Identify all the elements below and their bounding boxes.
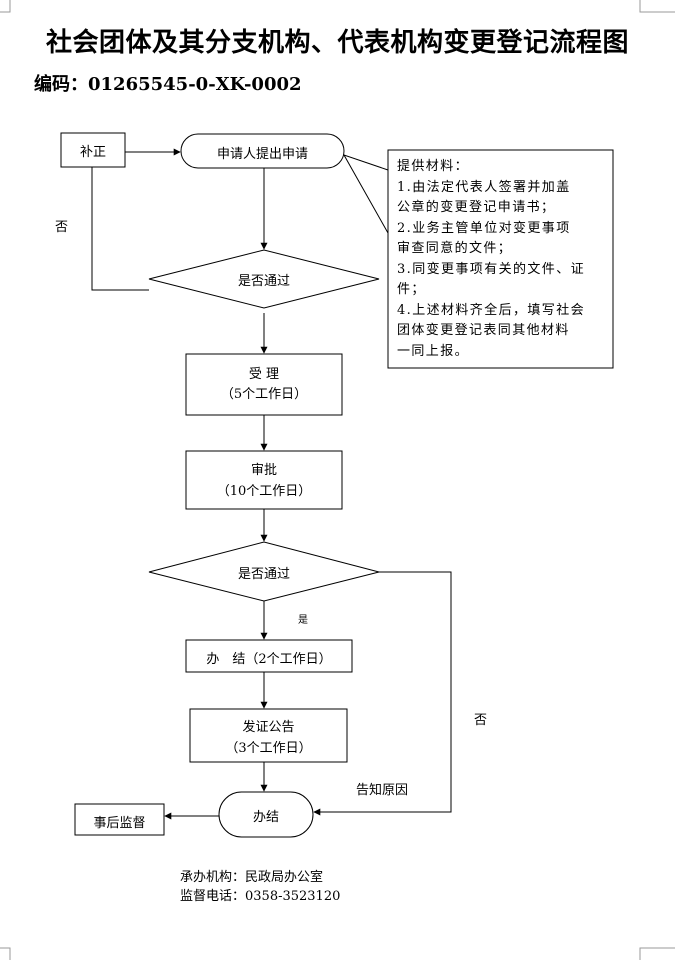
edge-label-no-left: 否 [55,220,69,235]
materials-line: 4.上述材料齐全后，填写社会 [397,302,586,318]
materials-line: 件； [397,282,426,297]
review-box [185,450,343,510]
edge-label-notify-reason: 告知原因 [356,783,409,798]
materials-heading: 提供材料： [397,159,470,174]
accept-days: （5个工作日） [220,387,308,402]
issue-title: 发证公告 [242,720,295,735]
footer-phone: 监督电话：0358-3523120 [180,889,341,904]
materials-line: 团体变更登记表同其他材料 [397,323,570,338]
accept-title: 受 理 [248,367,280,382]
supplement-label: 补正 [79,145,106,160]
decision-1-label: 是否通过 [237,274,290,289]
issue-days: （3个工作日） [225,741,312,756]
supervision-box [74,803,165,836]
document-code: 编码：01265545-0-XK-0002 [34,74,302,95]
supervision-label: 事后监督 [93,816,146,831]
materials-line: 2.业务主管单位对变更事项 [397,220,571,236]
materials-line: 审查同意的文件； [397,241,513,256]
end-label: 办结 [252,810,279,825]
end-node [218,791,314,838]
materials-box [387,149,614,369]
accept-box [185,353,343,416]
materials-line: 公章的变更登记申请书； [397,200,556,215]
materials-line: 1.由法定代表人签署并加盖 [397,179,571,195]
materials-line: 一同上报。 [397,343,470,359]
edge-decision1-no [91,167,149,291]
issue-box [189,708,348,763]
apply-label: 申请人提出申请 [216,147,308,162]
materials-callout [342,154,389,234]
page-title: 社会团体及其分支机构、代表机构变更登记流程图 [45,28,629,58]
review-days: （10个工作日） [216,484,312,499]
supplement-box [60,132,126,168]
review-title: 审批 [250,463,277,478]
finish-stage-label: 办 结（2个工作日） [206,652,332,667]
edge-label-no-right: 否 [474,713,488,728]
decision-1-diamond [148,249,380,309]
footer-agency: 承办机构：民政局办公室 [180,870,324,885]
apply-node [180,133,345,169]
materials-line: 3.同变更事项有关的文件、证 [397,261,586,277]
edge-label-yes: 是 [298,615,308,626]
materials-list: 提供材料： 1.由法定代表人签署并加盖 公章的变更登记申请书； 2.业务主管单位… [397,157,609,362]
decision-2-label: 是否通过 [237,567,290,582]
finish-stage-box [185,639,353,673]
edge-decision2-no [313,571,452,816]
